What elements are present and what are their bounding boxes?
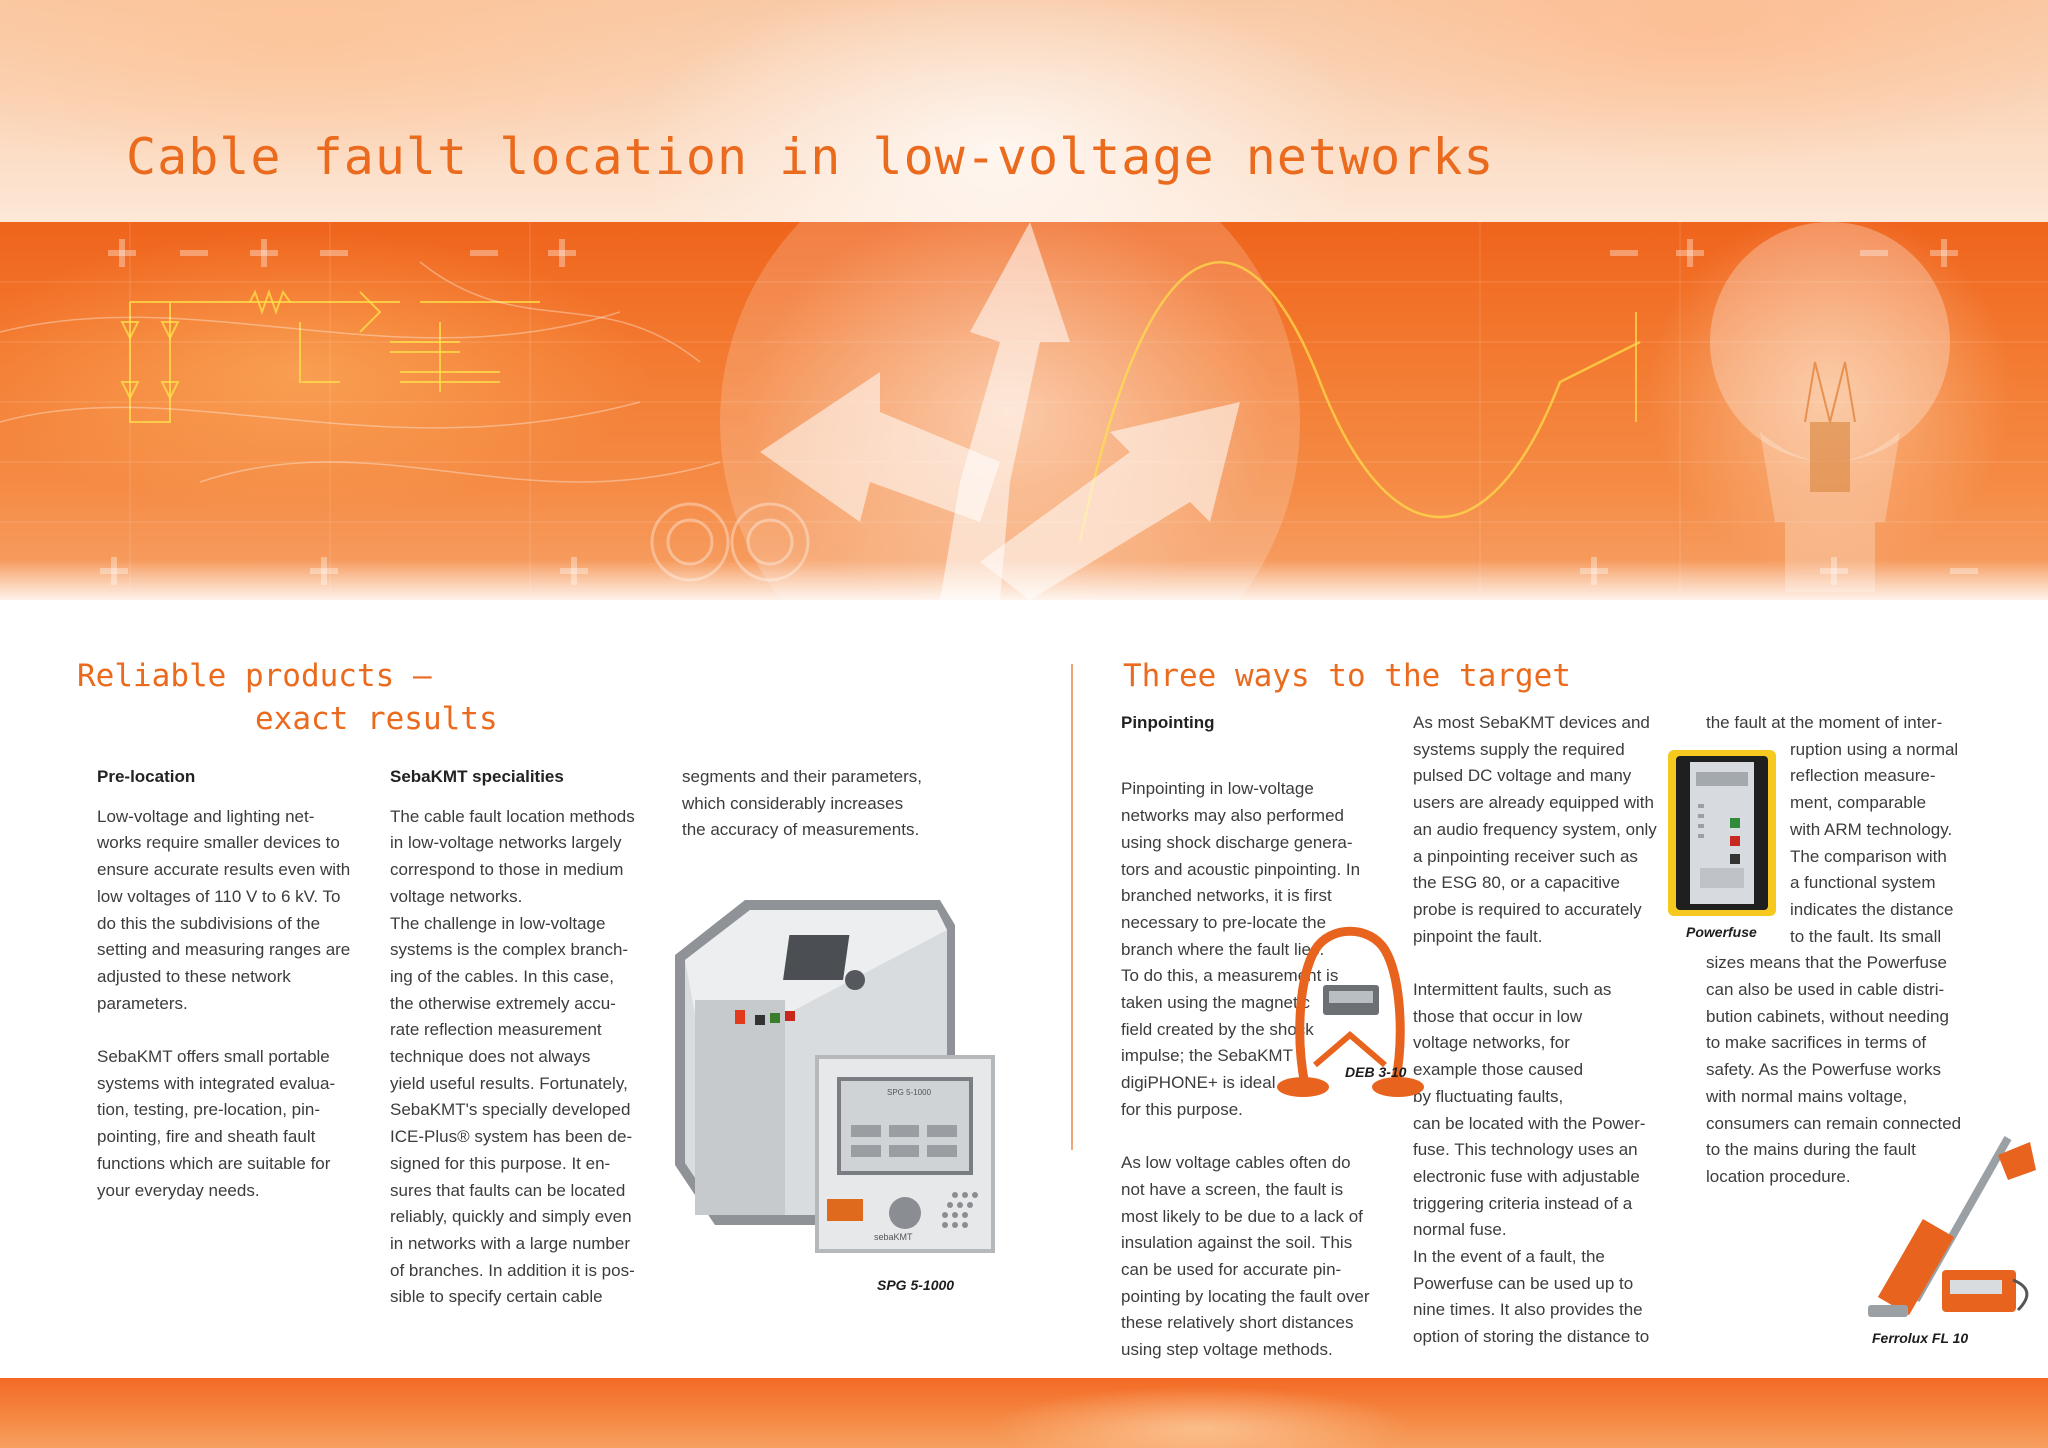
spg-panel-label: SPG 5-1000 xyxy=(887,1088,932,1097)
audio-frequency-paragraph: As most SebaKMT devices and systems supp… xyxy=(1413,713,1657,946)
left-column-2: SebaKMT specialities The cable fault loc… xyxy=(390,764,650,1311)
light-bulb-graphic xyxy=(1710,222,1950,592)
pre-location-paragraph-1: Low-voltage and lighting net- works requ… xyxy=(97,806,351,1013)
intermittent-faults-paragraph: Intermittent faults, such as those that … xyxy=(1413,980,1650,1347)
pinpointing-paragraph-2: As low voltage cables often do not have … xyxy=(1121,1153,1370,1360)
pre-location-subheading: Pre-location xyxy=(97,767,196,786)
footer-band xyxy=(0,1378,2048,1448)
right-column-2: As most SebaKMT devices and systems supp… xyxy=(1413,710,1663,1351)
left-heading-line2: exact results xyxy=(255,701,498,737)
specialities-paragraph: The cable fault location methods in low-… xyxy=(390,806,635,1307)
left-heading-line1: Reliable products – xyxy=(77,658,432,694)
ferrolux-caption: Ferrolux FL 10 xyxy=(1872,1330,1969,1346)
page-title: Cable fault location in low-voltage netw… xyxy=(126,128,1495,186)
spg-caption: SPG 5-1000 xyxy=(877,1277,955,1293)
powerfuse-paragraph: sizes means that the Powerfuse can also … xyxy=(1706,953,1962,1186)
deb-3-10-device xyxy=(1275,915,1430,1100)
pinpointing-paragraph-1: Pinpointing in low-voltage networks may … xyxy=(1121,779,1361,1119)
banner-fade xyxy=(0,560,2048,602)
banner-illustration xyxy=(0,222,2048,600)
powerfuse-device xyxy=(1666,748,1778,918)
specialities-subheading: SebaKMT specialities xyxy=(390,767,564,786)
hero-banner xyxy=(0,222,2048,600)
header-background xyxy=(0,0,2048,222)
deb-caption: DEB 3-10 xyxy=(1345,1064,1407,1080)
column-divider xyxy=(1071,664,1073,1150)
powerfuse-line-1: the fault at the moment of inter- xyxy=(1706,713,1943,732)
three-arrows-graphic xyxy=(760,222,1240,600)
right-heading: Three ways to the target xyxy=(1123,658,1571,694)
segments-paragraph: segments and their parameters, which con… xyxy=(682,767,923,840)
sine-wave xyxy=(1078,261,1641,543)
powerfuse-wrapped-text: ruption using a normal reflection measur… xyxy=(1790,739,1959,946)
left-column-3: segments and their parameters, which con… xyxy=(682,764,942,844)
circuit-diagram xyxy=(120,288,540,423)
powerfuse-caption: Powerfuse xyxy=(1686,924,1757,940)
pre-location-paragraph-2: SebaKMT offers small portable systems wi… xyxy=(97,1047,336,1200)
spg-logo-text: sebaKMT xyxy=(874,1232,913,1242)
right-column-3: the fault at the moment of inter- ruptio… xyxy=(1706,710,1986,1191)
left-column-1: Pre-location Low-voltage and lighting ne… xyxy=(97,764,357,1204)
ferrolux-fl-10-device xyxy=(1858,1130,2043,1330)
cable-reels xyxy=(650,502,810,582)
right-column-1: Pinpointing Pinpointing in low-voltage n… xyxy=(1121,710,1371,1364)
spg-5-1000-device: sebaKMT SPG 5-1000 xyxy=(655,895,1005,1265)
pinpointing-subheading: Pinpointing xyxy=(1121,713,1215,732)
